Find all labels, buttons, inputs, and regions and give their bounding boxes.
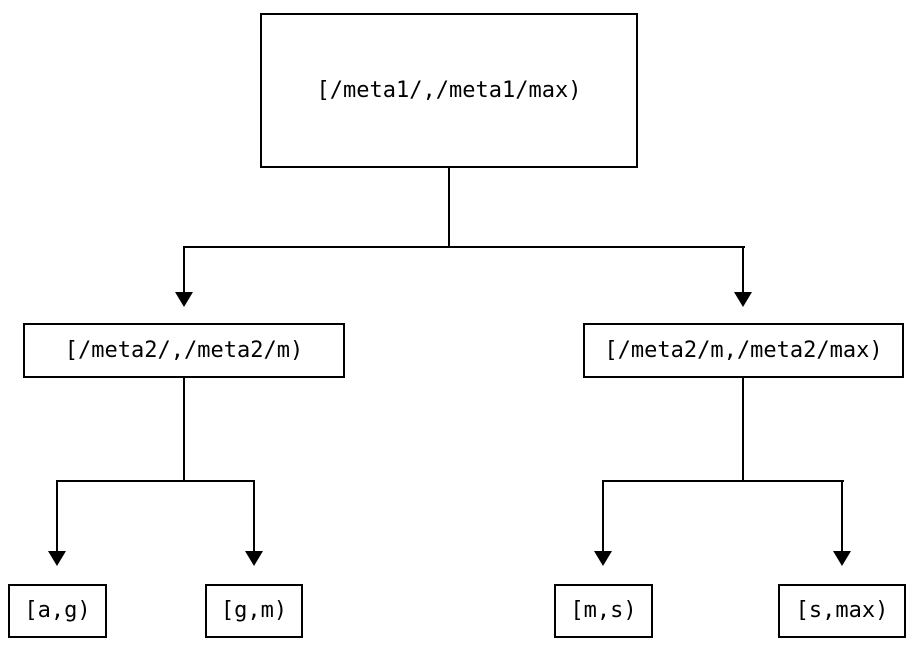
edge-level1-horizontal — [183, 246, 745, 248]
leaf-node-s-max: [s,max) — [778, 584, 906, 638]
edge-right-subtree-stem — [742, 378, 744, 482]
edge-level2-right-stub-smax — [841, 480, 843, 551]
leaf-node-m-s: [m,s) — [554, 584, 653, 638]
leaf-node-a-g: [a,g) — [8, 584, 107, 638]
edge-level2-left-stub-gm — [253, 480, 255, 551]
edge-level1-right-stub — [742, 246, 744, 292]
edge-level2-left-horizontal — [56, 480, 255, 482]
node-meta2-left-interval: [/meta2/,/meta2/m) — [23, 323, 345, 378]
edge-level2-right-horizontal — [602, 480, 844, 482]
edge-level2-left-stub-ag — [56, 480, 58, 551]
edge-level2-right-stub-ms — [602, 480, 604, 551]
arrowhead-down-icon — [175, 292, 193, 307]
edge-left-subtree-stem — [183, 378, 185, 482]
edge-level1-left-stub — [183, 246, 185, 292]
arrowhead-down-icon — [833, 551, 851, 566]
edge-root-stem — [448, 168, 450, 248]
arrowhead-down-icon — [734, 292, 752, 307]
leaf-node-g-m: [g,m) — [205, 584, 303, 638]
arrowhead-down-icon — [48, 551, 66, 566]
node-meta2-right-interval: [/meta2/m,/meta2/max) — [583, 323, 904, 378]
node-root-interval: [/meta1/,/meta1/max) — [260, 13, 638, 168]
arrowhead-down-icon — [245, 551, 263, 566]
arrowhead-down-icon — [594, 551, 612, 566]
